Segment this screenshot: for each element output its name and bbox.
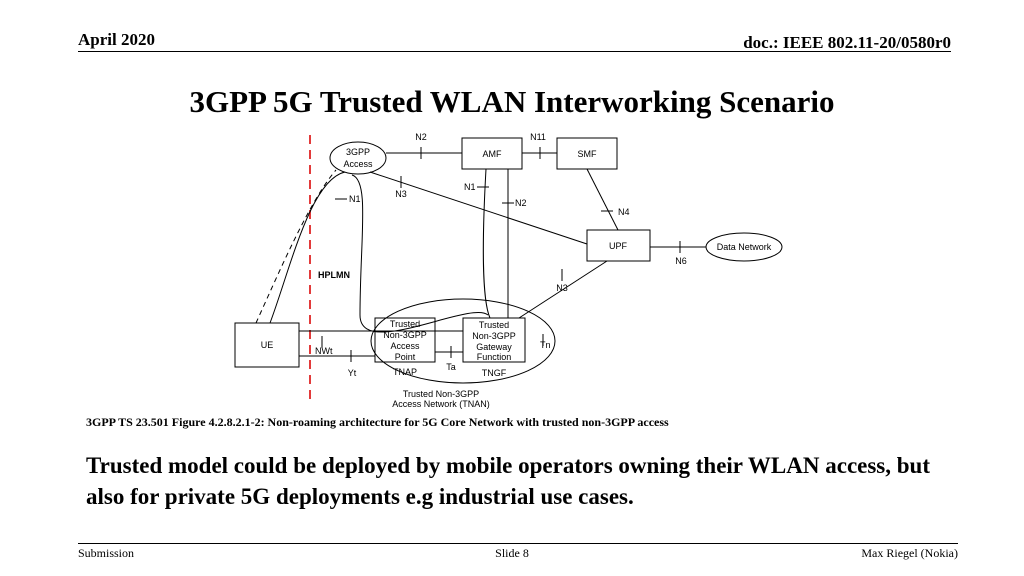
tnan-ellipse bbox=[370, 298, 556, 384]
iface-n11: N11 bbox=[530, 132, 546, 142]
ue-box bbox=[234, 322, 300, 368]
iface-yt: Yt bbox=[348, 368, 357, 378]
amf-label: AMF bbox=[483, 149, 503, 159]
upf-box bbox=[586, 229, 651, 262]
iface-n1-left: N1 bbox=[349, 194, 361, 204]
tnap-short-label: TNAP bbox=[393, 367, 417, 377]
header-date: April 2020 bbox=[78, 30, 155, 49]
link-n3-tngf-upf bbox=[518, 260, 608, 319]
iface-ta: Ta bbox=[446, 362, 456, 372]
access-3gpp-label-line2: Access bbox=[343, 159, 373, 169]
iface-n4: N4 bbox=[618, 207, 630, 217]
footer-slide-number: Slide 8 bbox=[495, 546, 529, 560]
smf-label: SMF bbox=[578, 149, 598, 159]
tngf-box bbox=[462, 317, 526, 363]
iface-tn: Tn bbox=[540, 340, 551, 350]
header-doc-id: doc.: IEEE 802.11-20/0580r0 bbox=[743, 33, 951, 52]
footer-submission: Submission bbox=[78, 546, 135, 560]
upf-label: UPF bbox=[609, 241, 628, 251]
link-n3-3gpp-upf bbox=[369, 171, 588, 245]
tnap-label-line3: Access bbox=[390, 341, 420, 351]
link-ue-3gpp-dashed bbox=[255, 169, 337, 324]
tnan-label-line1: Trusted Non-3GPP bbox=[403, 389, 479, 399]
link-n1-ue-3gpp bbox=[269, 171, 346, 324]
figure-caption: 3GPP TS 23.501 Figure 4.2.8.2.1-2: Non-r… bbox=[86, 415, 669, 429]
footer-divider bbox=[78, 543, 958, 544]
iface-n3-lower: N3 bbox=[556, 283, 568, 293]
link-n1-ue-amf bbox=[482, 168, 491, 319]
tnap-box bbox=[374, 317, 436, 363]
access-3gpp-label-line1: 3GPP bbox=[346, 147, 370, 157]
iface-n1-mid: N1 bbox=[464, 182, 476, 192]
tngf-short-label: TNGF bbox=[482, 368, 507, 378]
iface-n6: N6 bbox=[675, 256, 687, 266]
link-n4-smf-upf bbox=[586, 168, 619, 231]
header-divider bbox=[78, 51, 951, 52]
data-network-label: Data Network bbox=[717, 242, 772, 252]
tnap-label-line4: Point bbox=[395, 352, 416, 362]
ue-label: UE bbox=[261, 340, 274, 350]
link-n1-ue-amf-via-tngf bbox=[351, 174, 489, 333]
hplmn-label: HPLMN bbox=[318, 270, 350, 280]
iface-n3-upper: N3 bbox=[395, 189, 407, 199]
tngf-label-line2: Non-3GPP bbox=[472, 331, 516, 341]
tnan-label-line2: Access Network (TNAN) bbox=[392, 399, 490, 409]
tngf-label-line3: Gateway bbox=[476, 342, 512, 352]
tnap-label-line2: Non-3GPP bbox=[383, 330, 427, 340]
tngf-label-line4: Function bbox=[477, 352, 512, 362]
iface-n2-top: N2 bbox=[415, 132, 427, 142]
slide-title: 3GPP 5G Trusted WLAN Interworking Scenar… bbox=[189, 84, 835, 119]
access-3gpp-ellipse bbox=[329, 141, 387, 175]
tngf-label-line1: Trusted bbox=[479, 320, 509, 330]
iface-nwt: NWt bbox=[315, 346, 333, 356]
footer-author: Max Riegel (Nokia) bbox=[861, 546, 958, 560]
tnap-label-line1: Trusted bbox=[390, 319, 420, 329]
iface-n2-mid: N2 bbox=[515, 198, 527, 208]
slide-body-text: Trusted model could be deployed by mobil… bbox=[86, 453, 931, 509]
